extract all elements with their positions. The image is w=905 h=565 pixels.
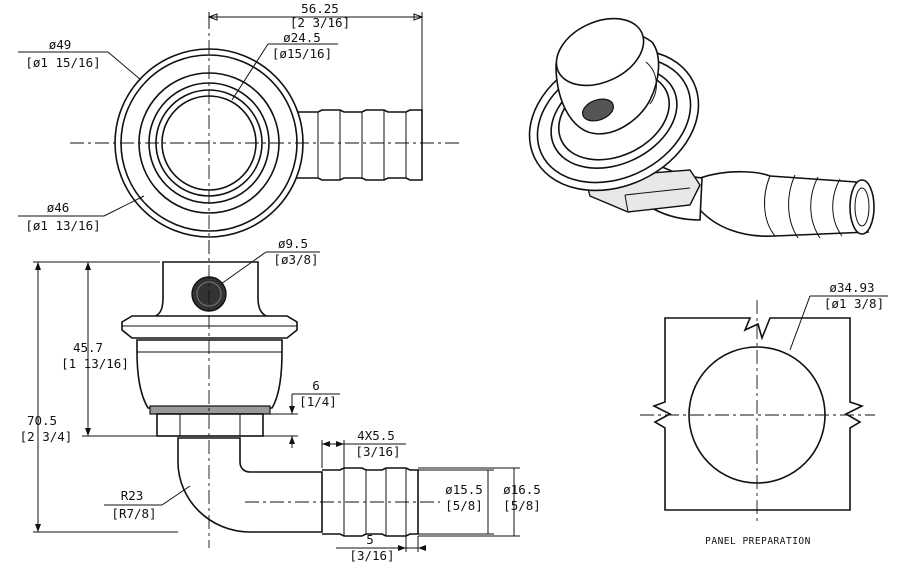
top-view: 56.25 [2 3/16] ø49 [ø1 15/16] ø24.5 [ø15… <box>18 1 460 262</box>
dim-outer-dia-in: [ø1 15/16] <box>25 55 100 70</box>
dim-inner-dia: ø24.5 <box>283 30 321 45</box>
dim-vent-dia: ø9.5 <box>278 236 308 251</box>
dim-total-height-in: [2 3/4] <box>20 429 73 444</box>
dim-vent-dia-in: [ø3/8] <box>273 252 318 267</box>
dim-total-height: 70.5 <box>27 413 57 428</box>
dim-barb-pitch-in: [3/16] <box>355 444 400 459</box>
dim-barb-pitch: 4X5.5 <box>357 428 395 443</box>
side-view: ø9.5 [ø3/8] 45.7 [1 13/16] 70.5 [2 3/4] … <box>20 236 541 563</box>
dim-hose-dia-2: ø16.5 <box>503 482 541 497</box>
dim-nut-thick: 6 <box>312 378 320 393</box>
dim-tip-len-in: [3/16] <box>349 548 394 563</box>
panel-caption: PANEL PREPARATION <box>705 536 811 547</box>
dim-flange-dia-in: [ø1 13/16] <box>25 218 100 233</box>
dim-hose-dia-1: ø15.5 <box>445 482 483 497</box>
dim-top-width-in: [2 3/16] <box>290 15 350 30</box>
dim-bend-radius: R23 <box>121 488 144 503</box>
dim-nut-thick-in: [1/4] <box>299 394 337 409</box>
dim-hose-dia-1-in: [5/8] <box>445 498 483 513</box>
iso-view <box>528 17 875 239</box>
dim-hose-dia-2-in: [5/8] <box>503 498 541 513</box>
dim-top-width: 56.25 <box>301 1 339 16</box>
dim-flange-dia: ø46 <box>47 200 70 215</box>
dim-panel-hole-in: [ø1 3/8] <box>824 296 884 311</box>
dim-body-height: 45.7 <box>73 340 103 355</box>
panel-view: ø34.93 [ø1 3/8] PANEL PREPARATION <box>640 280 888 547</box>
dim-bend-radius-in: [R7/8] <box>111 506 156 521</box>
dim-inner-dia-in: [ø15/16] <box>272 46 332 61</box>
dim-outer-dia: ø49 <box>49 37 72 52</box>
dim-panel-hole: ø34.93 <box>829 280 874 295</box>
dim-tip-len: 5 <box>366 532 374 547</box>
dim-body-height-in: [1 13/16] <box>61 356 129 371</box>
